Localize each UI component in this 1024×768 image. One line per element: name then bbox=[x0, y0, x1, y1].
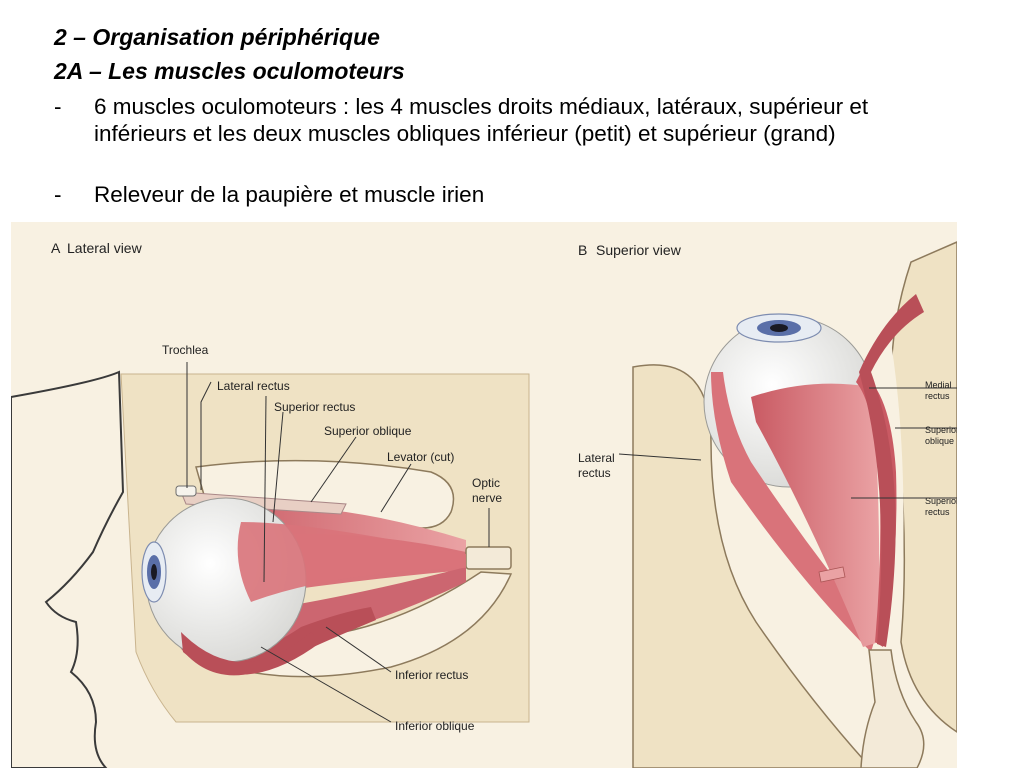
label-lateral-rectus: Lateral bbox=[578, 451, 615, 465]
label-inferior-oblique: Inferior oblique bbox=[395, 719, 475, 733]
panel-a-lateral-view: A Lateral view Trochlea Lateral rectus S… bbox=[11, 240, 530, 768]
bullet-item: - 6 muscles oculomoteurs : les 4 muscles… bbox=[54, 93, 954, 147]
superior-oblique-muscle bbox=[859, 294, 924, 647]
label-lateral-rectus: rectus bbox=[578, 466, 611, 480]
trochlea bbox=[175, 485, 197, 497]
levator-band bbox=[818, 566, 846, 583]
lateral-rectus-insertion bbox=[237, 522, 466, 602]
label-superior-rectus: Superior rectus bbox=[274, 400, 355, 414]
superior-rectus-muscle bbox=[751, 383, 880, 647]
label-lateral-rectus: Lateral rectus bbox=[217, 379, 290, 393]
face-profile bbox=[11, 370, 125, 768]
label-superior-rectus: rectus bbox=[925, 507, 950, 517]
anatomy-illustration: A Lateral view Trochlea Lateral rectus S… bbox=[11, 240, 957, 768]
label-optic-nerve: nerve bbox=[472, 491, 502, 505]
superior-oblique-tendon bbox=[180, 491, 347, 515]
bullet-item: - Releveur de la paupière et muscle irie… bbox=[54, 181, 954, 208]
label-optic-nerve: Optic bbox=[472, 476, 500, 490]
label-superior-oblique: oblique bbox=[925, 436, 954, 446]
label-levator: Levator (cut) bbox=[387, 450, 454, 464]
label-trochlea: Trochlea bbox=[162, 343, 209, 357]
slide-heading-1: 2 – Organisation périphérique bbox=[54, 24, 380, 50]
panel-b-title: Superior view bbox=[596, 242, 682, 258]
label-medial-rectus: rectus bbox=[925, 391, 950, 401]
label-superior-rectus: Superior bbox=[925, 496, 957, 506]
panel-b-letter: B bbox=[578, 242, 587, 258]
optic-nerve bbox=[860, 649, 925, 768]
pupil bbox=[770, 324, 788, 332]
panel-a-title: Lateral view bbox=[67, 240, 143, 256]
bullet-marker: - bbox=[54, 94, 62, 119]
leader-lines-b bbox=[618, 387, 957, 499]
leader-lines-a bbox=[186, 362, 490, 723]
bullet-text: 6 muscles oculomoteurs : les 4 muscles d… bbox=[94, 94, 869, 146]
label-superior-oblique: Superior bbox=[925, 425, 957, 435]
panel-b-superior-view: B Superior view Lateral rectus Medial re… bbox=[578, 241, 957, 768]
orbit-bone-lateral bbox=[632, 364, 873, 768]
bullet-marker: - bbox=[54, 182, 62, 207]
slide-heading-2: 2A – Les muscles oculomoteurs bbox=[54, 58, 405, 84]
inferior-oblique-insertion bbox=[181, 632, 321, 675]
label-superior-oblique: Superior oblique bbox=[324, 424, 412, 438]
pupil bbox=[151, 564, 157, 580]
label-inferior-rectus: Inferior rectus bbox=[395, 668, 468, 682]
panel-a-letter: A bbox=[51, 240, 61, 256]
optic-nerve bbox=[465, 546, 512, 570]
label-medial-rectus: Medial bbox=[925, 380, 952, 390]
anatomy-figure: A Lateral view Trochlea Lateral rectus S… bbox=[11, 222, 957, 768]
bullet-text: Releveur de la paupière et muscle irien bbox=[94, 182, 485, 207]
